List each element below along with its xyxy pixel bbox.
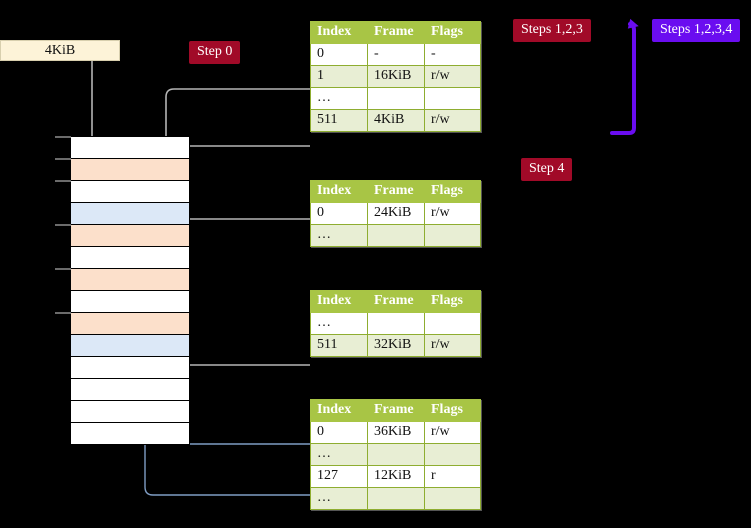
column-header-flags: Flags	[424, 21, 481, 44]
table-cell-frame: 12KiB	[367, 465, 425, 488]
table-cell-index: …	[310, 487, 368, 510]
memory-frame-row	[71, 423, 189, 445]
table-cell-frame: 16KiB	[367, 65, 425, 88]
table-cell-index: 0	[310, 43, 368, 66]
table-cell-frame	[367, 224, 425, 247]
column-header-index: Index	[310, 399, 368, 422]
badge-step-0: Step 0	[189, 41, 241, 64]
table-cell-frame	[367, 312, 425, 335]
table-cell-frame: 36KiB	[367, 421, 425, 444]
table-row: …	[310, 87, 481, 110]
table-cell-frame: 24KiB	[367, 202, 425, 225]
badge-steps-1234: Steps 1,2,3,4	[652, 19, 741, 42]
memory-frame-row	[71, 203, 189, 225]
memory-tick	[55, 312, 71, 314]
memory-tick	[55, 224, 71, 226]
column-header-flags: Flags	[424, 180, 481, 203]
column-header-frame: Frame	[367, 180, 425, 203]
column-header-flags: Flags	[424, 399, 481, 422]
column-header-frame: Frame	[367, 21, 425, 44]
memory-tick	[55, 268, 71, 270]
memory-frame-row	[71, 181, 189, 203]
table-row: …	[310, 224, 481, 247]
table-cell-index: 0	[310, 202, 368, 225]
table-cell-index: …	[310, 443, 368, 466]
table-cell-flags: r/w	[424, 65, 481, 88]
column-header-flags: Flags	[424, 290, 481, 313]
table-cell-flags: r/w	[424, 334, 481, 357]
table-cell-frame: -	[367, 43, 425, 66]
memory-tick	[55, 136, 71, 138]
table-cell-flags: r/w	[424, 421, 481, 444]
memory-frame-row	[71, 225, 189, 247]
memory-frame-row	[71, 313, 189, 335]
badge-step-4: Step 4	[521, 158, 573, 181]
table-row: 0--	[310, 43, 481, 66]
wire-table1-row0	[177, 218, 310, 266]
table-cell-flags	[424, 487, 481, 510]
table-cell-frame: 32KiB	[367, 334, 425, 357]
table-cell-frame: 4KiB	[367, 109, 425, 132]
table-cell-frame	[367, 487, 425, 510]
column-header-frame: Frame	[367, 290, 425, 313]
column-header-index: Index	[310, 180, 368, 203]
table-cell-flags: r/w	[424, 109, 481, 132]
memory-frame-row	[71, 335, 189, 357]
table-cell-flags	[424, 224, 481, 247]
table-cell-flags	[424, 312, 481, 335]
memory-frame-row	[71, 269, 189, 291]
table-cell-index: …	[310, 87, 368, 110]
memory-frame-row	[71, 291, 189, 313]
memory-frame-row	[71, 159, 189, 181]
memory-column	[70, 136, 190, 445]
table-cell-index: 1	[310, 65, 368, 88]
table-row: …	[310, 312, 481, 335]
memory-tick	[55, 180, 71, 182]
wire-table0-row511	[177, 145, 310, 160]
column-header-frame: Frame	[367, 399, 425, 422]
table-cell-index: 127	[310, 465, 368, 488]
table-row: …	[310, 487, 481, 510]
memory-size-label: 4KiB	[44, 42, 76, 58]
table-cell-index: …	[310, 312, 368, 335]
memory-tick	[55, 158, 71, 160]
table-cell-frame	[367, 87, 425, 110]
table-cell-frame	[367, 443, 425, 466]
column-header-index: Index	[310, 290, 368, 313]
memory-frame-row	[71, 247, 189, 269]
table-cell-index: 0	[310, 421, 368, 444]
table-cell-index: 511	[310, 109, 368, 132]
table-cell-flags: r/w	[424, 202, 481, 225]
wire-table2-row511	[171, 308, 310, 366]
badge-steps-123: Steps 1,2,3	[513, 19, 591, 42]
table-cell-index: …	[310, 224, 368, 247]
memory-frame-row	[71, 401, 189, 423]
violet-step-bracket	[610, 18, 639, 135]
table-cell-flags: r	[424, 465, 481, 488]
table-cell-flags	[424, 443, 481, 466]
column-header-index: Index	[310, 21, 368, 44]
table-cell-index: 511	[310, 334, 368, 357]
memory-frame-row	[71, 137, 189, 159]
table-cell-flags	[424, 87, 481, 110]
table-row: …	[310, 443, 481, 466]
table-cell-flags: -	[424, 43, 481, 66]
memory-size-box: 4KiB	[0, 40, 120, 61]
memory-frame-row	[71, 357, 189, 379]
memory-frame-row	[71, 379, 189, 401]
